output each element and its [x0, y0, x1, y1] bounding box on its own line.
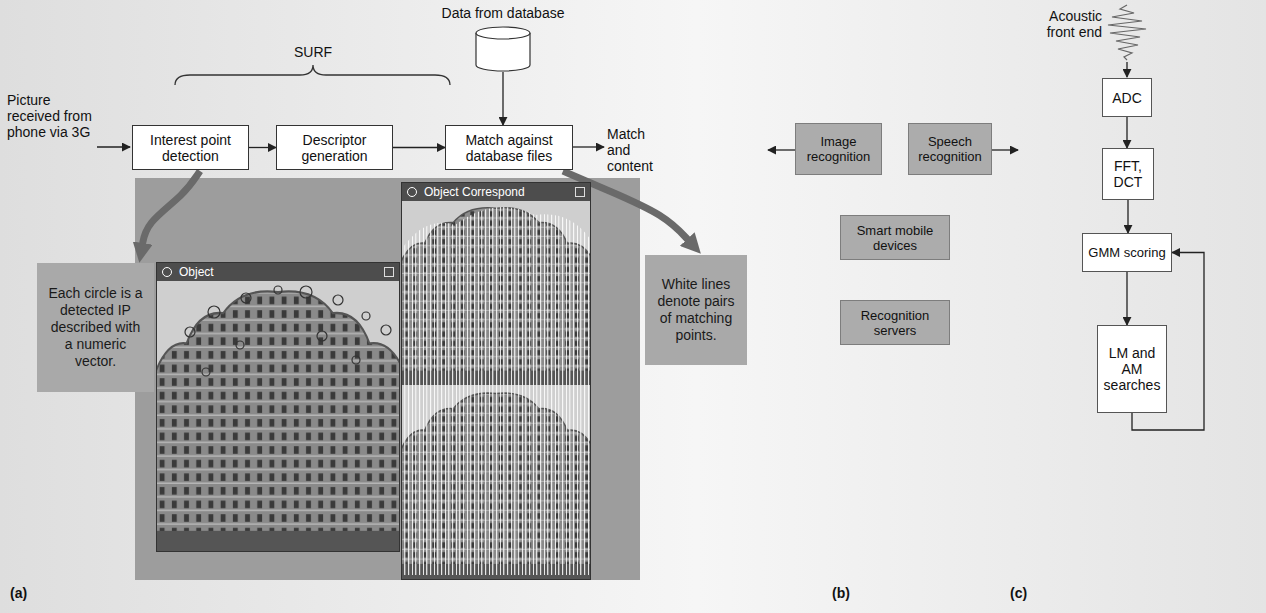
input-label: Picture received from phone via 3G	[7, 92, 97, 140]
interest-point	[202, 368, 210, 376]
flow-arrow	[1126, 272, 1127, 325]
node-text: Each circle is a detected IP described w…	[45, 285, 146, 370]
node-text: Interest point detection	[137, 132, 244, 164]
callout-box: White lines denote pairs of matching poi…	[645, 255, 747, 365]
interest-point	[208, 306, 220, 318]
node-text: Descriptor generation	[281, 132, 388, 164]
node-text: LM and AM searches	[1101, 345, 1163, 393]
waveform	[1108, 5, 1146, 60]
window-icon	[162, 267, 172, 277]
process-box: FFT, DCT	[1102, 148, 1154, 200]
node-text: ADC	[1112, 90, 1142, 106]
component-box: Speech recognition	[908, 123, 992, 175]
node-text: Speech recognition	[913, 134, 987, 164]
callout-box: Each circle is a detected IP described w…	[37, 263, 154, 392]
building-photo	[156, 280, 400, 552]
database-cylinder: Data from database	[433, 4, 573, 72]
flow-arrow	[1127, 200, 1128, 233]
process-box: ADC	[1102, 78, 1152, 117]
interest-point	[381, 325, 391, 335]
flow-arrow	[393, 147, 445, 148]
flow-arrow	[249, 147, 276, 148]
input-label: Acoustic front end	[1026, 8, 1102, 40]
flow-arrow-curved	[142, 171, 200, 247]
interest-point	[185, 327, 195, 337]
node-text: GMM scoring	[1088, 245, 1165, 261]
screenshot-window: Object	[156, 262, 400, 552]
node-text: Image recognition	[800, 134, 877, 164]
component-box: Smart mobile devices	[840, 215, 950, 260]
process-box: GMM scoring	[1082, 233, 1172, 272]
window-titlebar: Object	[157, 263, 399, 281]
window-button	[575, 187, 585, 197]
interest-point	[274, 286, 282, 294]
cylinder-outline	[475, 26, 531, 72]
node-text: Object	[179, 263, 399, 281]
interest-points	[185, 286, 391, 376]
output-arrow	[573, 146, 604, 147]
window-icon	[407, 187, 417, 197]
node-text: Smart mobile devices	[845, 223, 945, 253]
screenshot-panel	[135, 178, 640, 580]
pointer-arrow	[990, 149, 1018, 150]
input-arrow	[1126, 62, 1127, 77]
input-arrow	[97, 146, 130, 147]
pointer-arrow	[768, 149, 795, 150]
process-box: LM and AM searches	[1097, 325, 1167, 413]
interest-point	[362, 312, 370, 320]
interest-point	[236, 341, 244, 349]
interest-point	[317, 331, 327, 341]
node-text: White lines denote pairs of matching poi…	[653, 276, 739, 344]
component-box: Recognition servers	[840, 300, 950, 345]
interest-point	[300, 286, 312, 298]
interest-point	[333, 295, 343, 305]
interest-point	[352, 356, 360, 364]
process-box: Interest point detection	[132, 125, 249, 170]
output-label: Match and content	[607, 126, 665, 174]
match-lines	[401, 207, 591, 575]
bracket-label: SURF	[283, 44, 343, 60]
window-titlebar: Object Correspond	[402, 183, 590, 201]
process-box: Match against database files	[445, 125, 573, 170]
node-text: Match against database files	[450, 132, 568, 164]
panel-letter: (b)	[832, 585, 872, 601]
interest-point	[241, 293, 251, 303]
window-button	[384, 267, 394, 277]
process-box: Descriptor generation	[276, 125, 393, 170]
flow-arrow	[502, 72, 503, 125]
panel-letter: (a)	[10, 585, 50, 601]
flow-arrow	[1126, 117, 1127, 148]
panel-letter: (c)	[1010, 585, 1050, 601]
component-box: Image recognition	[795, 123, 882, 175]
node-text: Data from database	[433, 4, 573, 22]
node-text: Object Correspond	[424, 183, 590, 201]
cylinder-top	[476, 27, 530, 39]
surf-bracket	[175, 65, 450, 85]
screenshot-window: Object Correspond	[401, 182, 591, 580]
node-text: Recognition servers	[845, 308, 945, 338]
node-text: FFT, DCT	[1106, 158, 1150, 190]
